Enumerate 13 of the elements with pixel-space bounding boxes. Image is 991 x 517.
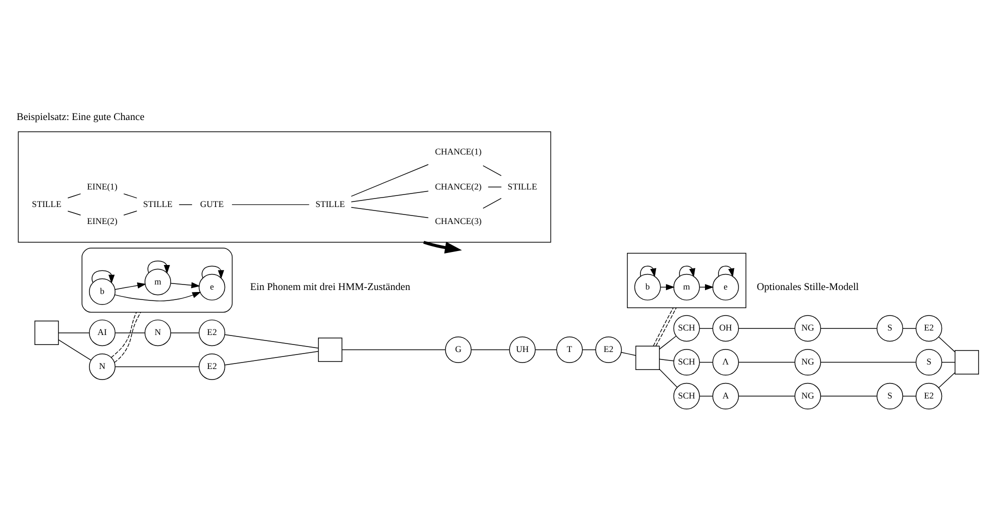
- node-label: Ein Phonem mit drei HMM-Zuständen: [250, 281, 410, 292]
- node-text: STILLE: [315, 198, 345, 208]
- node-text: EINE(2): [87, 215, 118, 226]
- node-text: STILLE: [32, 198, 62, 208]
- node-text: CHANCE(2): [435, 180, 482, 191]
- node-text: CHANCE(1): [435, 146, 482, 156]
- node-text: STILLE: [143, 198, 173, 208]
- node-text: EINE(1): [87, 180, 118, 191]
- node-text: STILLE: [508, 180, 538, 191]
- diagram-title: Beispielsatz: Eine gute Chance: [16, 112, 144, 123]
- node-text: GUTE: [200, 198, 224, 208]
- node-text: CHANCE(3): [435, 215, 482, 226]
- node-label: Optionales Stille-Modell: [756, 281, 859, 292]
